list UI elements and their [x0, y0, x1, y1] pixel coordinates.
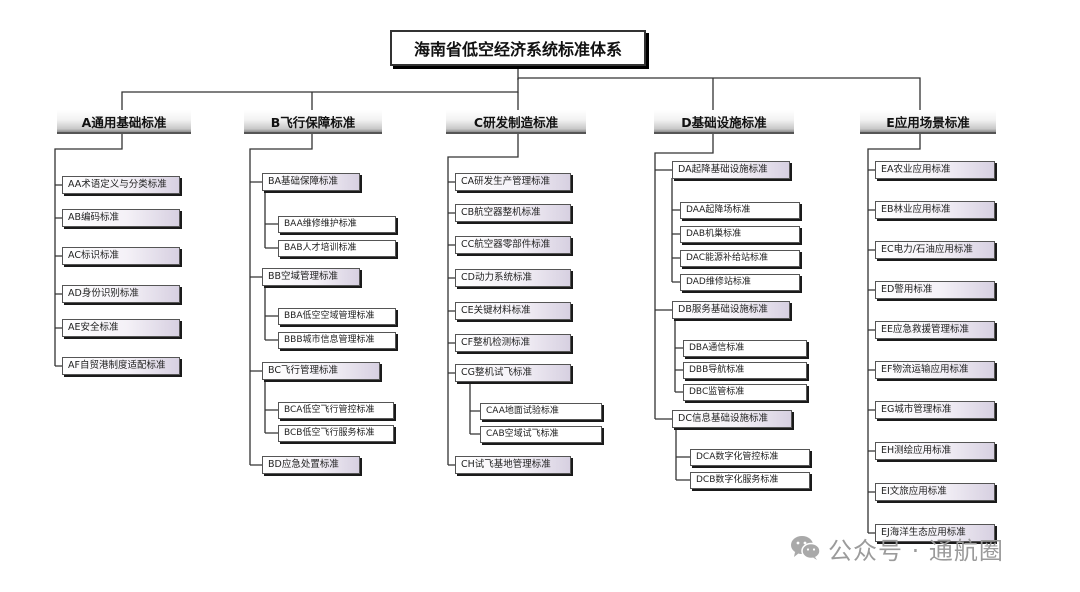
node-ae: AE安全标准 [62, 319, 180, 337]
node-caa: CAA地面试验标准 [480, 403, 602, 420]
node-dac: DAC能源补给站标准 [680, 250, 800, 267]
node-cg: CG整机试飞标准 [455, 364, 571, 382]
node-daa: DAA起降场标准 [680, 202, 800, 219]
diagram-title: 海南省低空经济系统标准体系 [390, 30, 646, 66]
node-dad: DAD维修站标准 [680, 274, 800, 291]
node-bcb: BCB低空飞行服务标准 [278, 425, 394, 442]
node-eh: EH测绘应用标准 [875, 442, 995, 460]
node-ce: CE关键材料标准 [455, 302, 571, 320]
node-ba: BA基础保障标准 [262, 173, 360, 191]
node-ei: EI文旅应用标准 [875, 483, 995, 501]
watermark-text: 公众号 · 通航圈 [828, 536, 1004, 565]
node-ad: AD身份识别标准 [62, 285, 180, 303]
node-dc: DC信息基础设施标准 [672, 410, 792, 428]
node-ec: EC电力/石油应用标准 [875, 241, 995, 259]
node-af: AF自贸港制度适配标准 [62, 357, 180, 375]
node-dca: DCA数字化管控标准 [690, 449, 810, 466]
node-bd: BD应急处置标准 [262, 456, 360, 474]
node-ch: CH试飞基地管理标准 [455, 456, 571, 474]
node-cc: CC航空器零部件标准 [455, 236, 571, 254]
node-eg: EG城市管理标准 [875, 401, 995, 419]
node-ab: AB编码标准 [62, 209, 180, 227]
category-c-header: C研发制造标准 [446, 110, 586, 134]
node-cd: CD动力系统标准 [455, 269, 571, 287]
node-bb: BB空域管理标准 [262, 268, 360, 286]
category-e-header: E应用场景标准 [860, 110, 996, 134]
node-dba: DBA通信标准 [683, 340, 807, 357]
category-d-header: D基础设施标准 [654, 110, 794, 134]
node-db: DB服务基础设施标准 [672, 301, 790, 319]
wechat-icon [791, 536, 820, 560]
node-ee: EE应急救援管理标准 [875, 321, 995, 339]
node-ac: AC标识标准 [62, 247, 180, 265]
node-ef: EF物流运输应用标准 [875, 361, 995, 379]
node-dcb: DCB数字化服务标准 [690, 472, 810, 489]
category-b-header: B飞行保障标准 [244, 110, 382, 134]
node-bba: BBA低空空域管理标准 [278, 308, 396, 325]
node-cf: CF整机检测标准 [455, 334, 571, 352]
node-cab: CAB空域试飞标准 [480, 426, 602, 443]
node-baa: BAA维修维护标准 [278, 216, 396, 233]
node-bbb: BBB城市信息管理标准 [278, 332, 396, 349]
node-ca: CA研发生产管理标准 [455, 173, 571, 191]
node-ea: EA农业应用标准 [875, 161, 995, 179]
node-ed: ED警用标准 [875, 281, 995, 299]
node-dbb: DBB导航标准 [683, 362, 807, 379]
node-cb: CB航空器整机标准 [455, 204, 571, 222]
node-dab: DAB机巢标准 [680, 226, 800, 243]
watermark: 公众号 · 通航圈 [790, 530, 1004, 566]
node-da: DA起降基础设施标准 [672, 161, 790, 179]
category-a-header: A通用基础标准 [57, 110, 191, 134]
node-bab: BAB人才培训标准 [278, 240, 396, 257]
node-eb: EB林业应用标准 [875, 201, 995, 219]
node-aa: AA术语定义与分类标准 [62, 176, 180, 194]
node-dbc: DBC监管标准 [683, 384, 807, 401]
node-ej: EJ海洋生态应用标准 [875, 524, 995, 542]
node-bca: BCA低空飞行管控标准 [278, 402, 394, 419]
node-bc: BC飞行管理标准 [262, 362, 380, 380]
